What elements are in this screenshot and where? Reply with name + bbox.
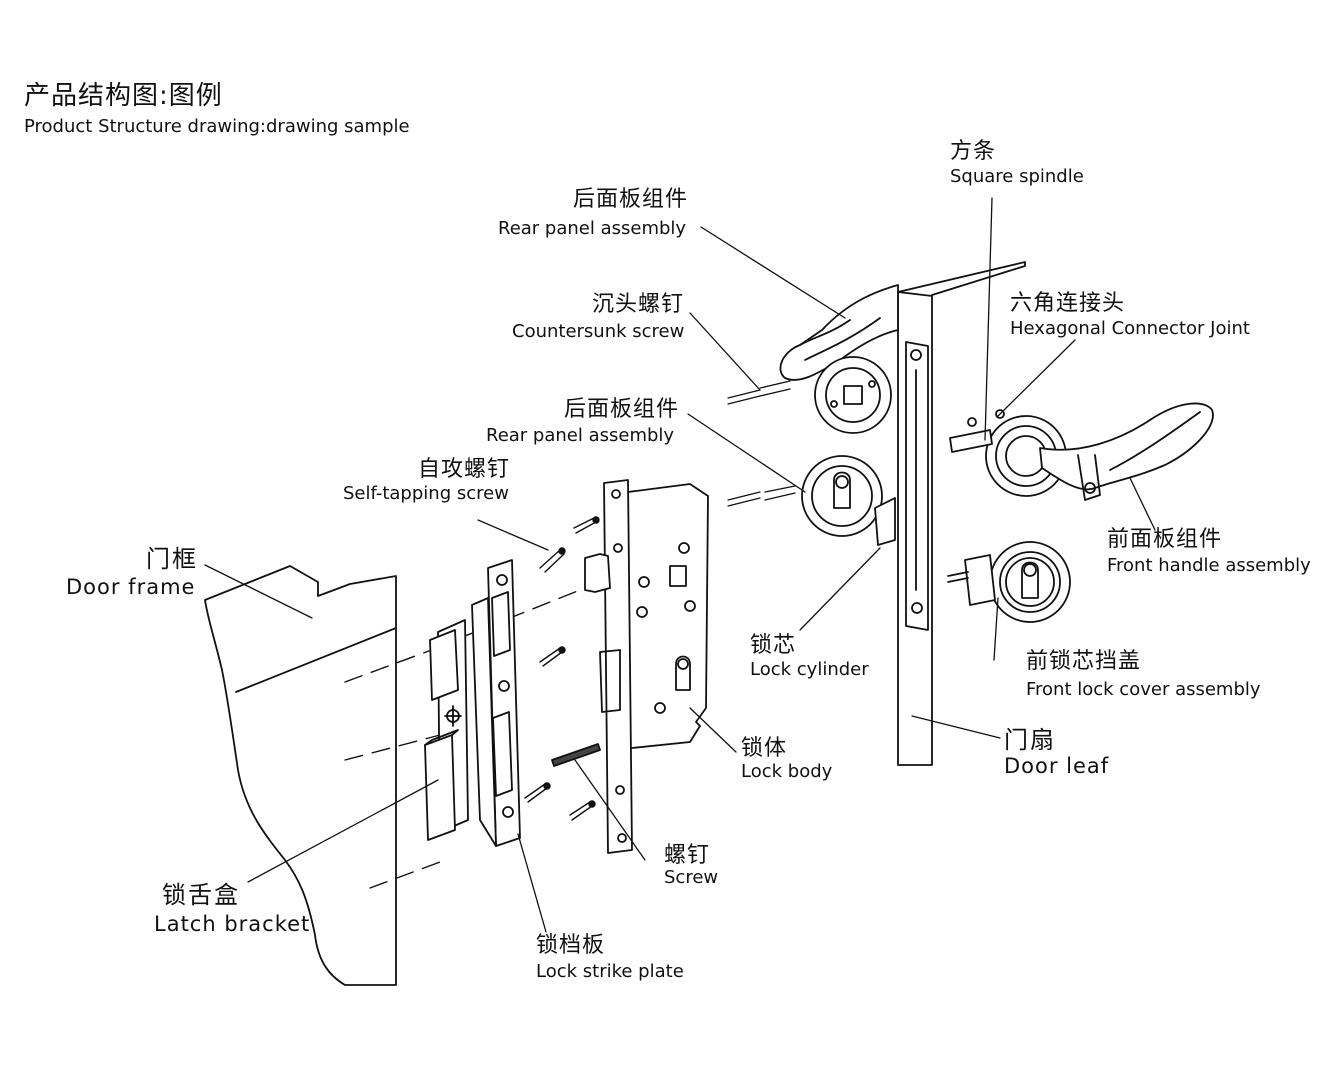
countersunk-screws (727, 380, 796, 507)
door-frame-drawing (204, 565, 397, 986)
alignment-lines (344, 581, 601, 889)
door-leaf-en: Door leaf (1004, 754, 1110, 778)
lock-strike-plate-en: Lock strike plate (536, 961, 684, 982)
screw-en: Screw (664, 867, 719, 888)
rear-handle-drawing (779, 284, 899, 434)
strike-plate-drawing (471, 559, 521, 847)
lock-body-en: Lock body (741, 761, 833, 782)
door-leaf-zh: 门扇 (1004, 726, 1056, 754)
title-en: Product Structure drawing:drawing sample (24, 116, 410, 137)
hex-connector-zh: 六角连接头 (1010, 291, 1126, 316)
door-leaf-drawing (897, 261, 1026, 766)
countersunk-screw-zh: 沉头螺钉 (592, 292, 685, 317)
self-tapping-screws (524, 516, 600, 821)
screw-zh: 螺钉 (664, 843, 711, 868)
door-frame-zh: 门框 (146, 545, 198, 573)
rear-panel-mid-en: Rear panel assembly (486, 425, 675, 446)
title-zh: 产品结构图:图例 (24, 81, 223, 111)
square-spindle-en: Square spindle (950, 166, 1084, 187)
latch-bracket-en: Latch bracket (154, 912, 311, 936)
rear-panel-top-zh: 后面板组件 (573, 187, 689, 212)
long-screw (551, 743, 601, 767)
latch-bracket-drawing (424, 619, 469, 841)
latch-bracket-zh: 锁舌盒 (162, 881, 240, 909)
rear-panel-mid-zh: 后面板组件 (564, 397, 680, 422)
hex-connector-en: Hexagonal Connector Joint (1010, 318, 1250, 339)
front-handle-drawing (949, 402, 1214, 501)
front-lock-cover-en: Front lock cover assembly (1026, 679, 1261, 700)
lock-cylinder-en: Lock cylinder (750, 659, 869, 680)
countersunk-screw-en: Countersunk screw (512, 321, 685, 342)
self-tapping-screw-en: Self-tapping screw (343, 483, 509, 504)
front-lock-cover-zh: 前锁芯挡盖 (1026, 649, 1142, 674)
leader-lines (204, 197, 1156, 933)
square-spindle-zh: 方条 (950, 139, 997, 164)
lock-strike-plate-zh: 锁档板 (536, 933, 606, 958)
lock-cylinder-zh: 锁芯 (750, 633, 797, 658)
lock-body-drawing (584, 479, 709, 854)
rear-panel-top-en: Rear panel assembly (498, 218, 687, 239)
front-cylinder-rose-drawing (947, 541, 1071, 623)
door-frame-en: Door frame (66, 575, 196, 599)
front-handle-en: Front handle assembly (1107, 555, 1311, 576)
self-tapping-screw-zh: 自攻螺钉 (418, 457, 511, 482)
front-handle-zh: 前面板组件 (1107, 527, 1223, 552)
lock-body-zh: 锁体 (741, 736, 788, 761)
rear-cylinder-rose-drawing (801, 455, 896, 546)
